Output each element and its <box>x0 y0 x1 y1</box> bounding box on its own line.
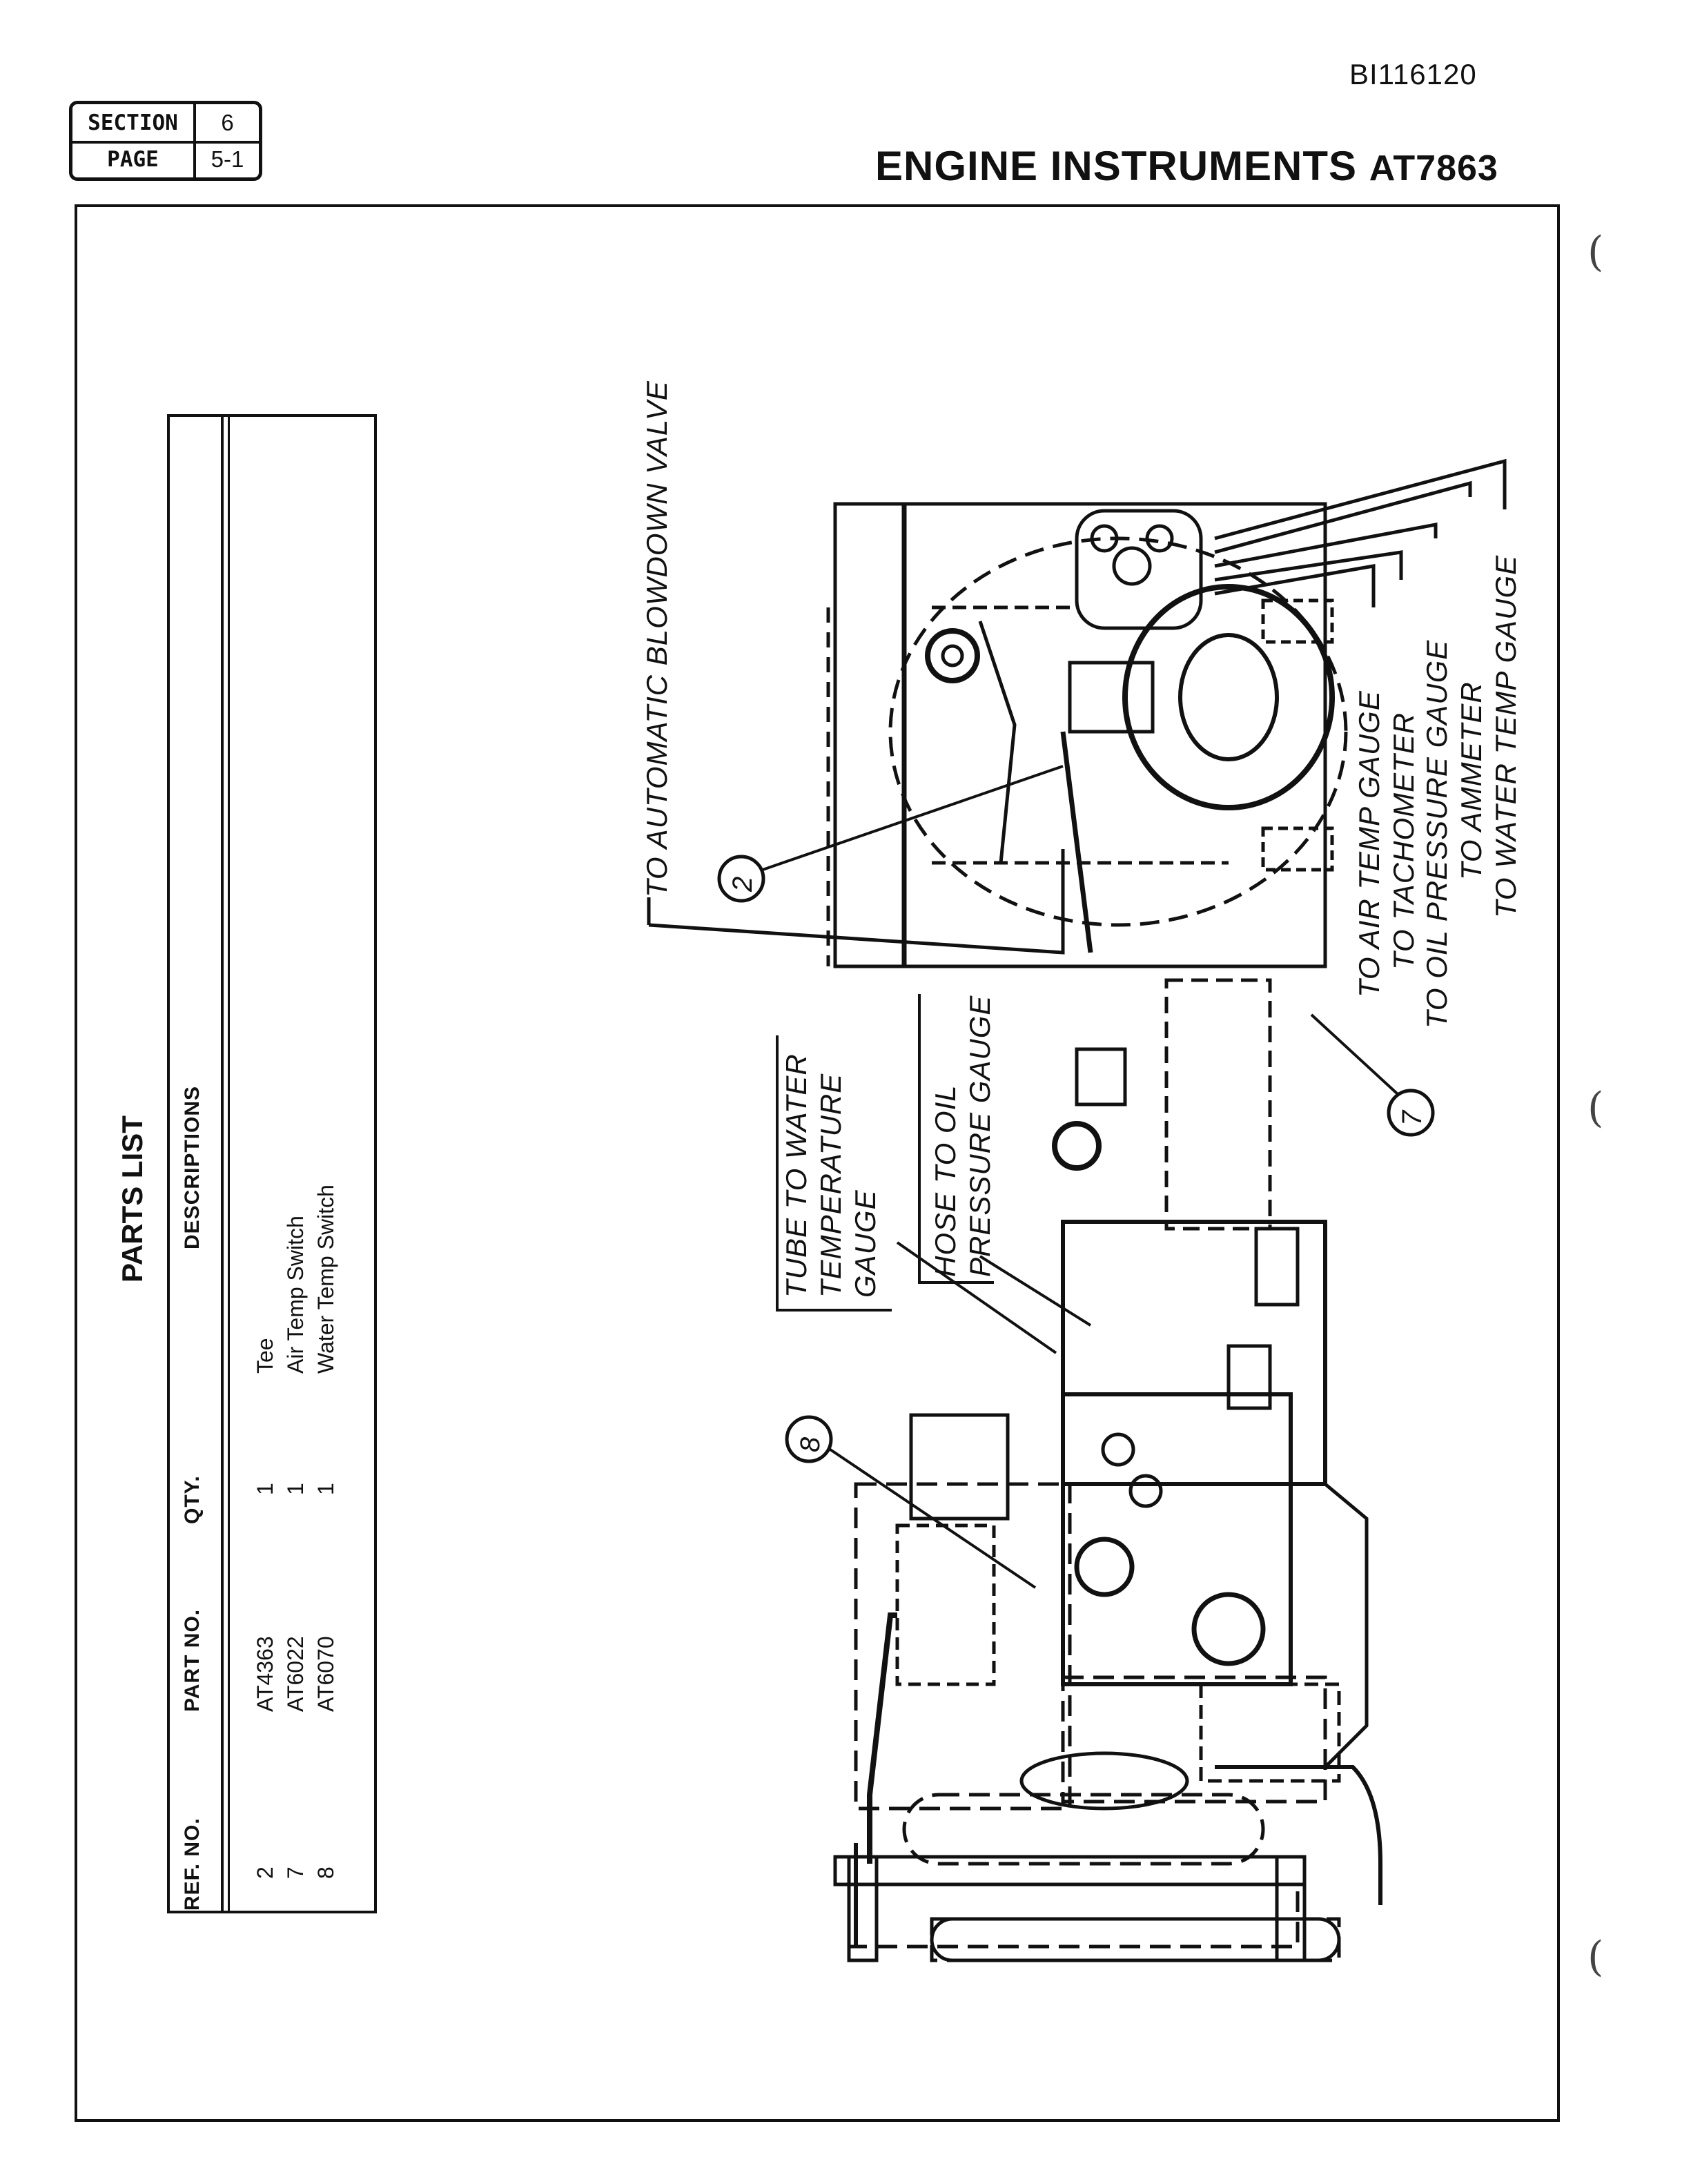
margin-punch-mark: ( <box>1587 1933 1604 1981</box>
section-row: SECTION 6 <box>72 104 259 144</box>
tube-callout-box <box>776 1035 892 1312</box>
document-id: BI116120 <box>1349 58 1477 90</box>
page-row: PAGE 5-1 <box>72 141 259 177</box>
content-frame <box>75 204 1560 2122</box>
callout-tachometer: TO TACHOMETER <box>1387 712 1420 970</box>
callout-hose-line1: HOSE TO OIL <box>929 1084 961 1277</box>
ref-circle-8 <box>785 1415 833 1463</box>
ref-circle-7 <box>1387 1089 1435 1137</box>
callout-blowdown: TO AUTOMATIC BLOWDOWN VALVE <box>641 380 673 897</box>
page-label: PAGE <box>72 141 196 177</box>
callout-hose-line2: PRESSURE GAUGE <box>964 995 996 1277</box>
margin-punch-mark: ( <box>1587 228 1604 276</box>
callout-water-temp: TO WATER TEMP GAUGE <box>1489 554 1522 918</box>
page-title-code: AT7863 <box>1369 148 1498 188</box>
ref-circle-2 <box>717 855 765 903</box>
section-label: SECTION <box>72 104 196 141</box>
page-title: ENGINE INSTRUMENTS AT7863 <box>875 142 1498 190</box>
callout-tube-line3: GAUGE <box>849 1189 881 1298</box>
callout-tube-line1: TUBE TO WATER <box>780 1053 812 1298</box>
section-page-box: SECTION 6 PAGE 5-1 <box>69 101 262 181</box>
callout-oil-pressure: TO OIL PRESSURE GAUGE <box>1420 639 1453 1028</box>
page-title-text: ENGINE INSTRUMENTS <box>875 143 1358 189</box>
callout-air-temp: TO AIR TEMP GAUGE <box>1353 690 1385 997</box>
table-divider <box>221 417 224 1911</box>
parts-list-table <box>167 414 377 1913</box>
margin-punch-mark: ( <box>1587 1084 1604 1132</box>
ref-number-2: 2 <box>727 876 758 892</box>
page-value: 5-1 <box>211 146 244 172</box>
ref-number-7: 7 <box>1397 1110 1427 1126</box>
section-value: 6 <box>221 109 234 135</box>
hose-callout-box <box>918 994 994 1284</box>
callout-tube-line2: TEMPERATURE <box>814 1073 847 1298</box>
ref-number-8: 8 <box>795 1436 825 1452</box>
callout-ammeter: TO AMMETER <box>1455 681 1487 880</box>
table-divider-2 <box>228 417 230 1911</box>
